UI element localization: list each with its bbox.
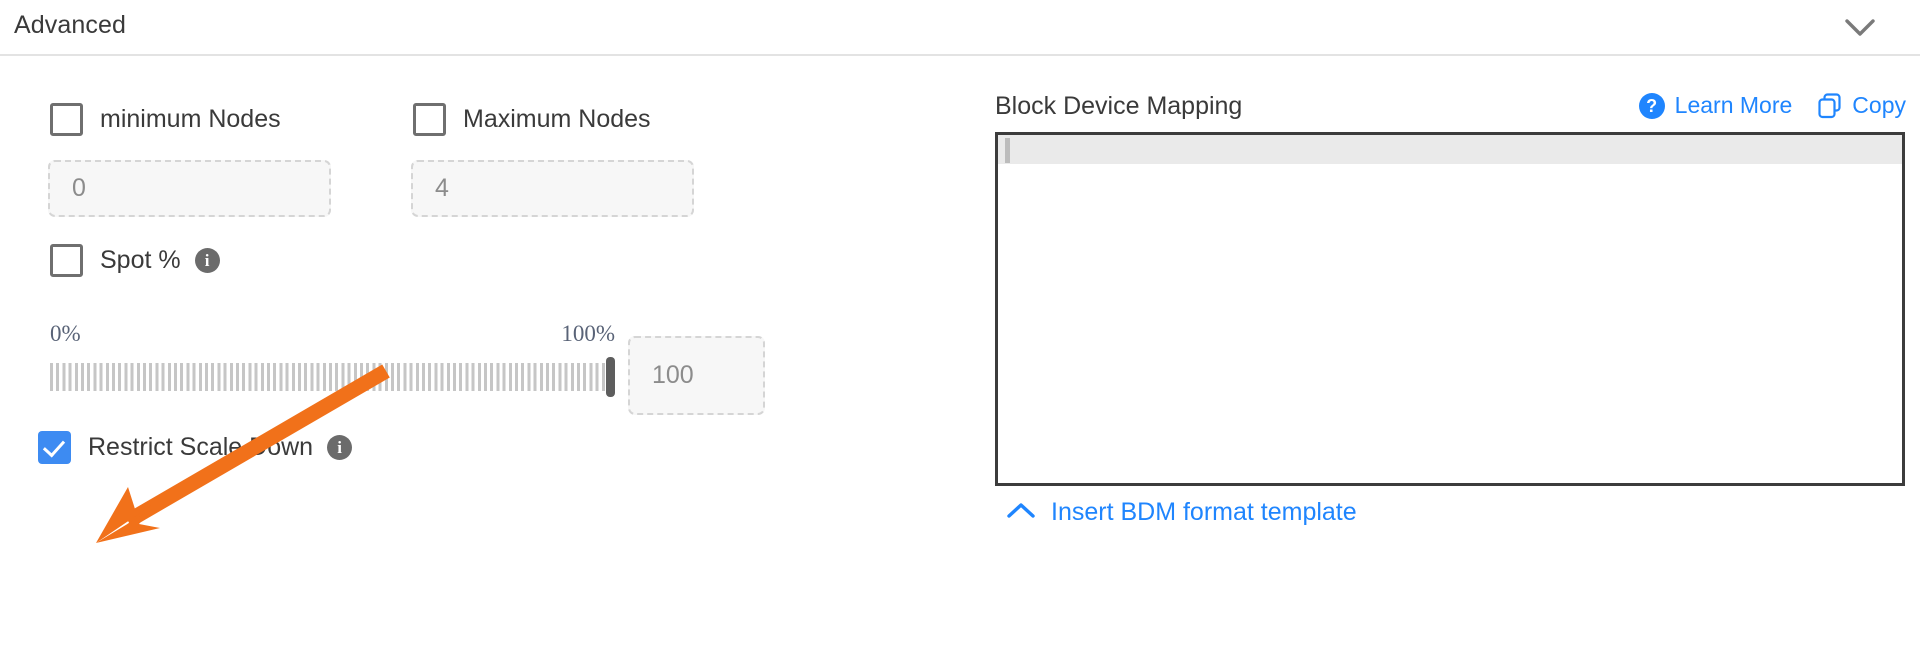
copy-label: Copy [1852, 92, 1906, 118]
spot-percent-slider-track[interactable] [50, 363, 610, 391]
scaling-options-column: minimum Nodes 0 Maximum Nodes 4 Spot % i… [0, 56, 960, 656]
chevron-up-icon [1007, 502, 1035, 524]
restrict-scale-down-info-icon[interactable]: i [327, 435, 353, 460]
spot-percent-value: 100 [652, 361, 694, 389]
restrict-scale-down-label: Restrict Scale Down [88, 433, 314, 461]
maximum-nodes-input[interactable]: 4 [411, 160, 694, 217]
advanced-section-body: minimum Nodes 0 Maximum Nodes 4 Spot % i… [0, 56, 1920, 656]
maximum-nodes-checkbox-row[interactable]: Maximum Nodes [413, 103, 651, 136]
spot-percent-value-input[interactable]: 100 [628, 336, 765, 415]
collapse-section-button[interactable] [1838, 6, 1882, 50]
spot-percent-slider-thumb[interactable] [606, 357, 615, 397]
slider-min-label: 0% [50, 321, 81, 346]
block-device-mapping-column: Block Device Mapping ? Learn More Copy [995, 56, 1920, 656]
block-device-mapping-title: Block Device Mapping [995, 92, 1243, 120]
insert-bdm-format-template-label: Insert BDM format template [1051, 498, 1357, 526]
copy-icon [1818, 92, 1842, 119]
block-device-mapping-actions: ? Learn More Copy [1638, 92, 1906, 119]
minimum-nodes-input-value: 0 [72, 174, 86, 202]
copy-button[interactable]: Copy [1818, 92, 1906, 119]
insert-bdm-format-template-link[interactable]: Insert BDM format template [1007, 498, 1357, 527]
maximum-nodes-input-value: 4 [435, 174, 449, 202]
restrict-scale-down-checkbox[interactable] [38, 431, 71, 464]
restrict-scale-down-checkbox-row[interactable]: Restrict Scale Down i [38, 431, 353, 464]
learn-more-link[interactable]: ? Learn More [1638, 92, 1793, 119]
maximum-nodes-label: Maximum Nodes [463, 105, 651, 133]
page-title: Advanced [14, 11, 126, 39]
spot-percent-slider-group: 0% 100% [50, 321, 615, 401]
editor-active-line [998, 135, 1902, 164]
minimum-nodes-label: minimum Nodes [100, 105, 281, 133]
editor-caret [1005, 138, 1010, 163]
spot-percent-info-icon[interactable]: i [194, 248, 220, 273]
minimum-nodes-input[interactable]: 0 [48, 160, 331, 217]
block-device-mapping-editor[interactable] [995, 132, 1905, 486]
maximum-nodes-checkbox[interactable] [413, 103, 446, 136]
spot-percent-label: Spot % [100, 246, 181, 274]
learn-more-label: Learn More [1674, 92, 1793, 118]
minimum-nodes-checkbox[interactable] [50, 103, 83, 136]
spot-percent-checkbox[interactable] [50, 244, 83, 277]
chevron-down-icon [1845, 19, 1875, 37]
question-mark-icon: ? [1638, 92, 1665, 119]
advanced-section-header: Advanced [0, 0, 1920, 56]
spot-percent-checkbox-row[interactable]: Spot % i [50, 244, 220, 277]
slider-max-label: 100% [561, 321, 615, 346]
minimum-nodes-checkbox-row[interactable]: minimum Nodes [50, 103, 281, 136]
